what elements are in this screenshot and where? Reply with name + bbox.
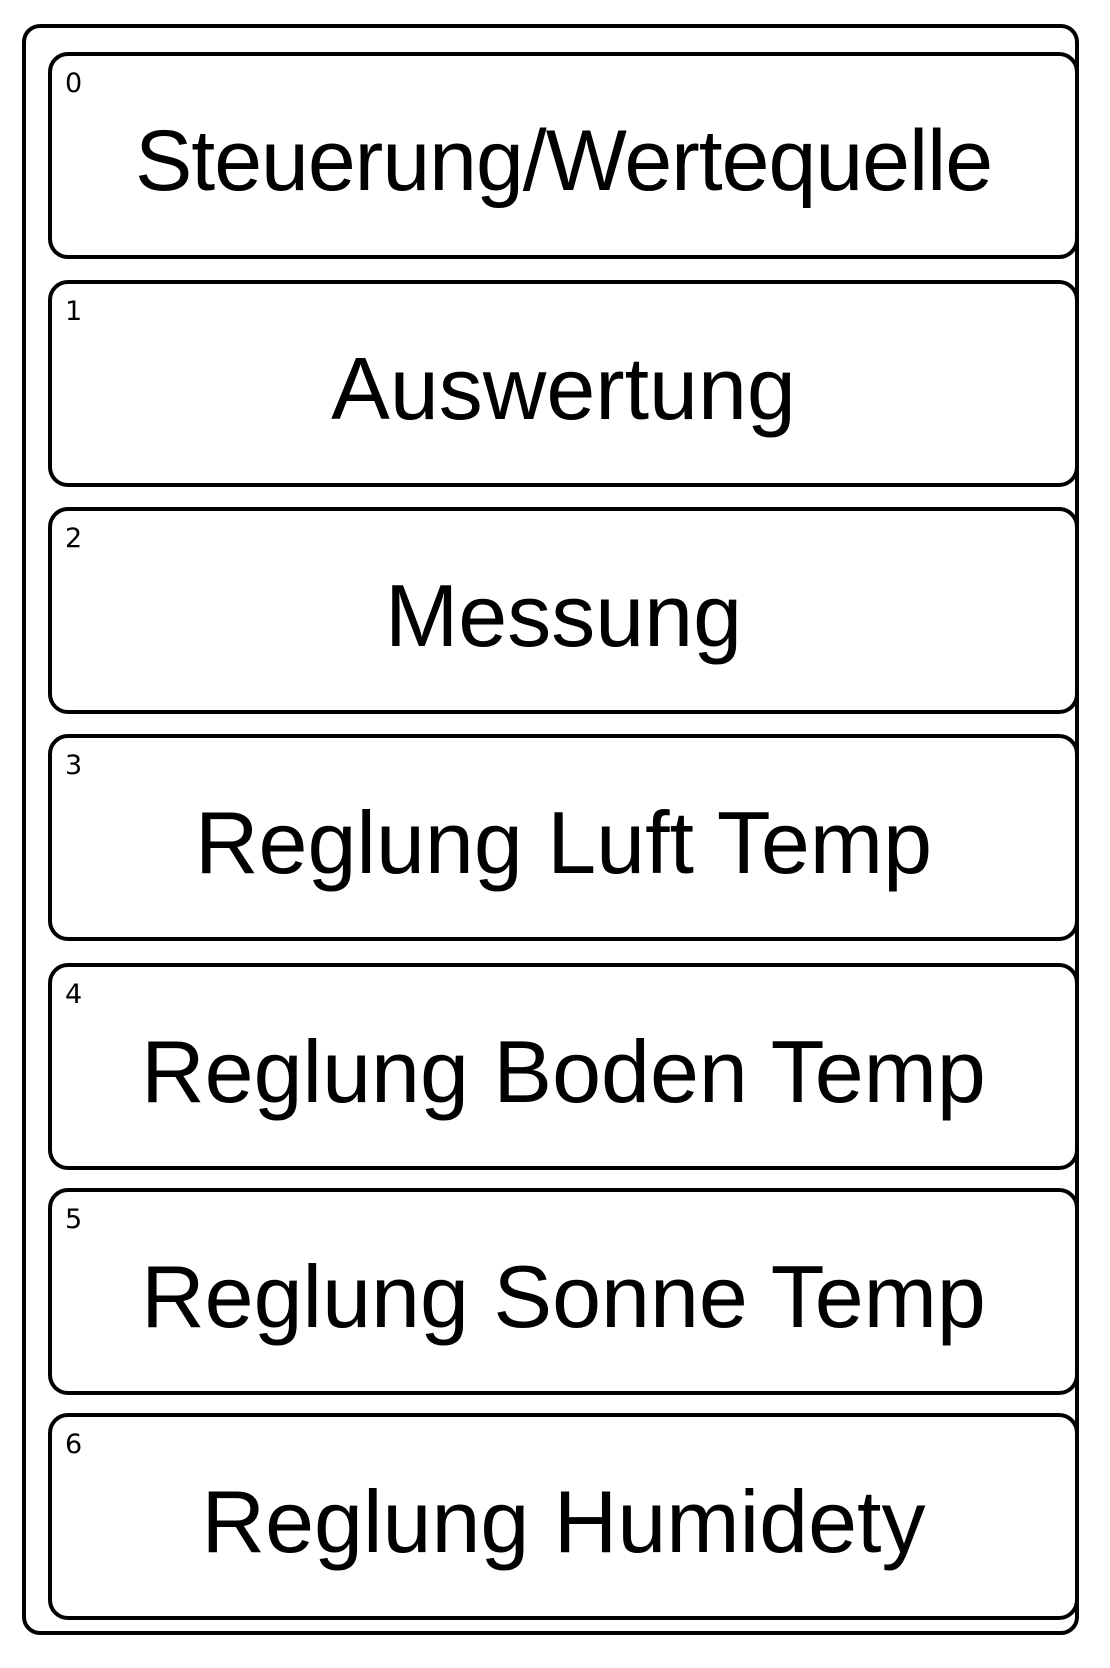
layer-box-3: 3 Reglung Luft Temp	[48, 734, 1079, 941]
layer-box-2: 2 Messung	[48, 507, 1079, 714]
layer-index: 6	[65, 1429, 83, 1460]
layer-label: Steuerung/Wertequelle	[134, 112, 993, 209]
layer-label: Auswertung	[331, 338, 796, 438]
layer-box-5: 5 Reglung Sonne Temp	[48, 1188, 1079, 1395]
layer-index: 5	[65, 1204, 83, 1235]
layer-box-0: 0 Steuerung/Wertequelle	[48, 52, 1079, 259]
layer-index: 0	[65, 68, 83, 99]
layer-stack-frame: 0 Steuerung/Wertequelle 1 Auswertung 2 M…	[22, 24, 1079, 1635]
layer-label: Reglung Humidety	[201, 1471, 926, 1571]
layer-label: Reglung Boden Temp	[141, 1021, 986, 1121]
layer-index: 1	[65, 296, 83, 327]
layer-index: 4	[65, 979, 83, 1010]
layer-label: Reglung Sonne Temp	[141, 1246, 986, 1346]
layer-box-1: 1 Auswertung	[48, 280, 1079, 487]
layer-index: 2	[65, 523, 83, 554]
layer-label: Messung	[384, 565, 743, 665]
layer-box-6: 6 Reglung Humidety	[48, 1413, 1079, 1620]
layer-label: Reglung Luft Temp	[194, 792, 933, 892]
layer-box-4: 4 Reglung Boden Temp	[48, 963, 1079, 1170]
layer-index: 3	[65, 750, 83, 781]
